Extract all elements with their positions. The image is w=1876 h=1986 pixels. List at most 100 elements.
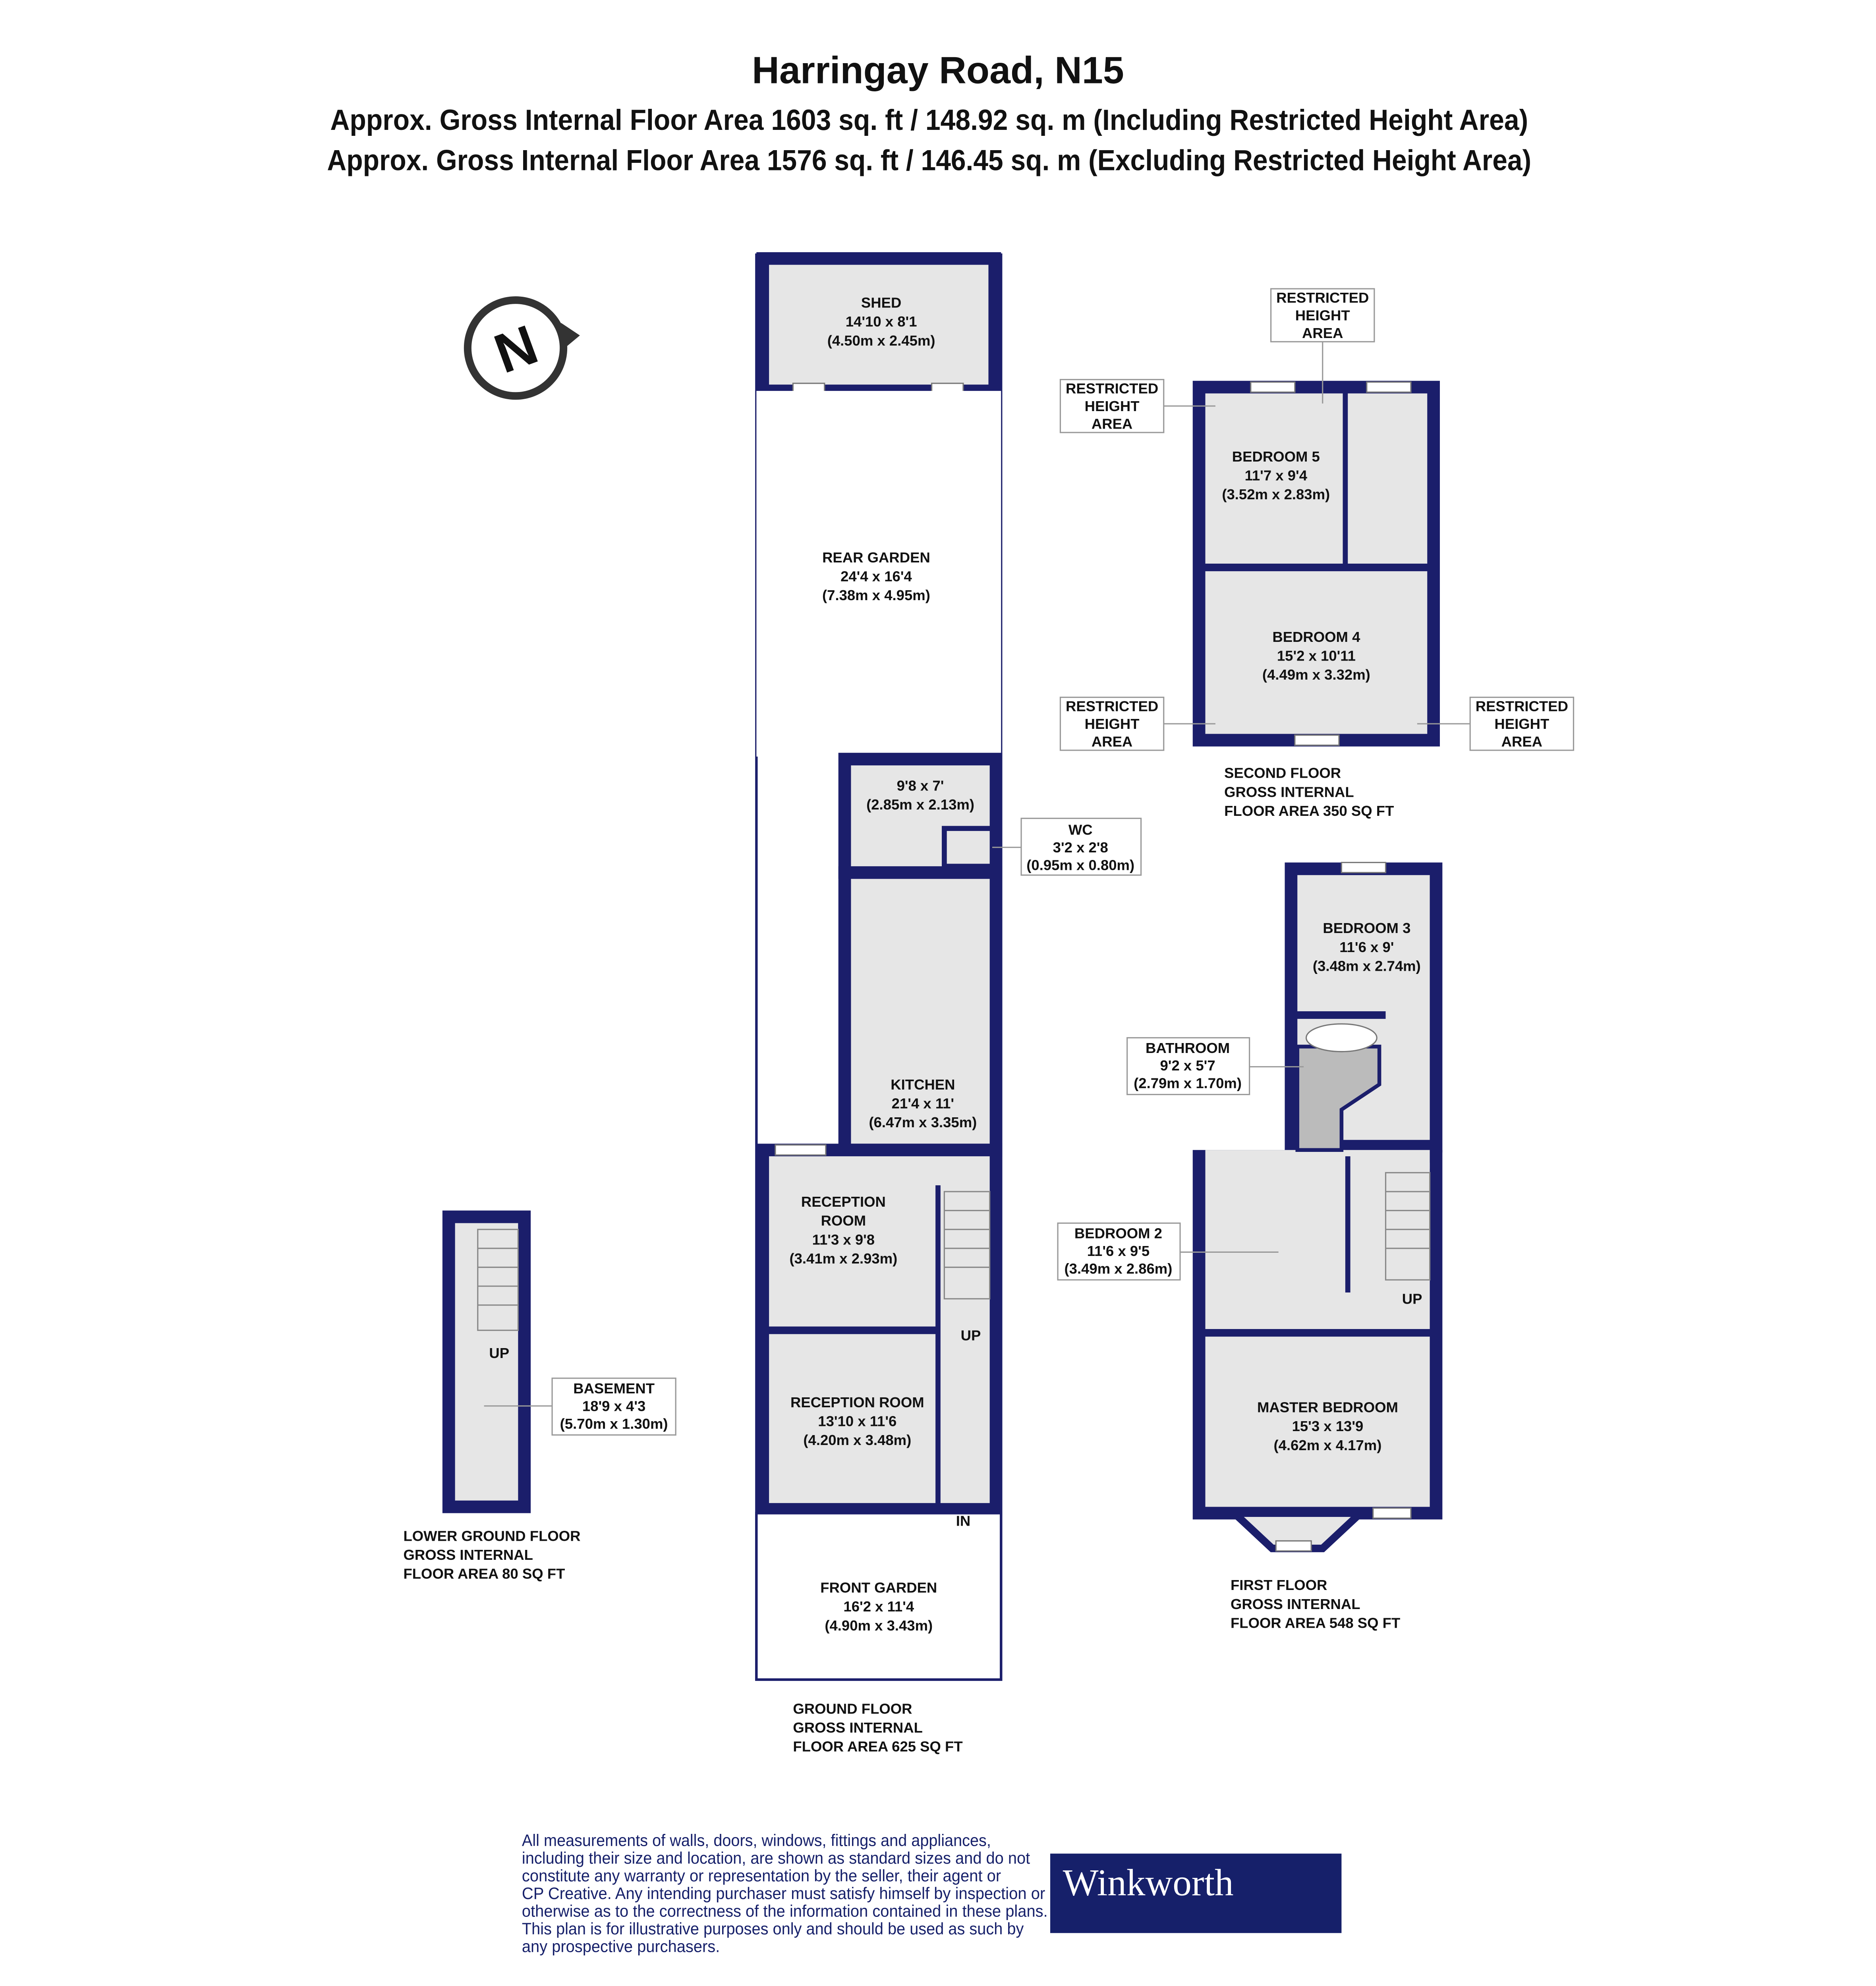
bedroom3-label: BEDROOM 3 — [1323, 920, 1410, 936]
reception-dim-metric: (3.41m x 2.93m) — [789, 1250, 897, 1267]
master-dim-metric: (4.62m x 4.17m) — [1274, 1437, 1382, 1453]
bathroom-dim-metric: (2.79m x 1.70m) — [1134, 1075, 1242, 1092]
reception-label-2: ROOM — [821, 1213, 866, 1229]
bathroom-dim-imperial: 9'2 x 5'7 — [1160, 1057, 1215, 1074]
second-floor-caption-1: SECOND FLOOR — [1224, 765, 1341, 781]
lower-ground-caption-3: FLOOR AREA 80 SQ FT — [403, 1566, 565, 1582]
restricted-callout-left-top — [1059, 379, 1165, 433]
disclaimer-line: All measurements of walls, doors, window… — [522, 1831, 991, 1850]
first-floor-caption-1: FIRST FLOOR — [1231, 1577, 1327, 1593]
basement-stairs-up: UP — [489, 1345, 509, 1361]
wc-dim-imperial: 3'2 x 2'8 — [1053, 839, 1108, 856]
bathroom-callout — [1126, 1037, 1250, 1095]
disclaimer: All measurements of walls, doors, window… — [522, 1831, 1048, 1956]
shed-label: SHED — [861, 295, 901, 311]
kitchen-dim-metric: (6.47m x 3.35m) — [869, 1114, 977, 1130]
restricted-label: RESTRICTED — [1476, 698, 1568, 714]
basement — [442, 1210, 531, 1513]
shed-dim-imperial: 14'10 x 8'1 — [846, 313, 917, 330]
rear-garden — [756, 391, 1001, 757]
lower-ground-caption-1: LOWER GROUND FLOOR — [403, 1528, 580, 1544]
page-title: Harringay Road, N15 — [752, 50, 1124, 92]
bedroom5-dim-metric: (3.52m x 2.83m) — [1222, 486, 1330, 502]
winkworth-logo: Winkworth — [1050, 1853, 1342, 1933]
first-floor-caption-3: FLOOR AREA 548 SQ FT — [1231, 1615, 1400, 1631]
bedroom3-dim-imperial: 11'6 x 9' — [1339, 939, 1394, 955]
kitchen — [838, 866, 1003, 1157]
bathroom — [1295, 1045, 1381, 1152]
first-floor-caption-2: GROSS INTERNAL — [1231, 1596, 1360, 1612]
restricted-label: AREA — [1092, 415, 1132, 432]
restricted-label: HEIGHT — [1295, 307, 1350, 323]
front-garden-dim-imperial: 16'2 x 11'4 — [843, 1598, 914, 1615]
kitchen-label: KITCHEN — [891, 1076, 955, 1093]
restricted-label: RESTRICTED — [1066, 380, 1158, 396]
master-label: MASTER BEDROOM — [1257, 1399, 1398, 1416]
bathroom-label: BATHROOM — [1146, 1040, 1230, 1056]
wc — [942, 826, 995, 869]
wc-dim-metric: (0.95m x 0.80m) — [1026, 857, 1134, 873]
reception-label: RECEPTION — [801, 1194, 886, 1210]
wc-label: WC — [1068, 822, 1093, 838]
front-garden-label: FRONT GARDEN — [820, 1580, 937, 1596]
bedroom2-dim-imperial: 11'6 x 9'5 — [1087, 1243, 1150, 1259]
front-garden-dim-metric: (4.90m x 3.43m) — [825, 1617, 933, 1634]
restricted-label: AREA — [1302, 325, 1343, 341]
second-floor-caption-3: FLOOR AREA 350 SQ FT — [1224, 803, 1394, 819]
rear-garden-dim-metric: (7.38m x 4.95m) — [822, 587, 930, 603]
rear-garden-dim-imperial: 24'4 x 16'4 — [840, 568, 912, 584]
bedroom4-dim-metric: (4.49m x 3.32m) — [1262, 667, 1370, 683]
logo-text: Winkworth — [1063, 1861, 1234, 1903]
utility-dim-imperial: 9'8 x 7' — [897, 777, 944, 794]
area-excluding: Approx. Gross Internal Floor Area 1576 s… — [327, 145, 1531, 177]
entrance-label: IN — [956, 1513, 971, 1529]
bedroom3-dim-metric: (3.48m x 2.74m) — [1313, 958, 1421, 974]
wc-callout — [1020, 817, 1142, 876]
restricted-label: RESTRICTED — [1276, 290, 1369, 306]
restricted-callout-left-bottom — [1059, 696, 1165, 751]
reception-dim-imperial: 11'3 x 9'8 — [812, 1231, 875, 1248]
bedroom5-label: BEDROOM 5 — [1232, 448, 1320, 465]
disclaimer-line: including their size and location, are s… — [522, 1849, 1030, 1867]
stairs-up-label: UP — [961, 1327, 981, 1344]
front-garden — [755, 1512, 1003, 1681]
rear-garden-label: REAR GARDEN — [822, 549, 930, 566]
first-floor: BEDROOM 3 11'6 x 9' (3.48m x 2.74m) UP M… — [1057, 862, 1443, 1631]
kitchen-dim-imperial: 21'4 x 11' — [892, 1095, 954, 1111]
restricted-label: AREA — [1501, 733, 1542, 750]
reception-room-2-dim-imperial: 13'10 x 11'6 — [818, 1413, 896, 1429]
disclaimer-line: CP Creative. Any intending purchaser mus… — [522, 1884, 1045, 1903]
first-floor-stairs-up: UP — [1402, 1291, 1422, 1307]
utility-dim-metric: (2.85m x 2.13m) — [866, 796, 974, 813]
basement-label: BASEMENT — [573, 1380, 655, 1397]
ground-floor-caption-2: GROSS INTERNAL — [793, 1719, 923, 1736]
master-dim-imperial: 15'3 x 13'9 — [1292, 1418, 1364, 1434]
lower-ground-caption-2: GROSS INTERNAL — [403, 1547, 533, 1563]
shed-dim-metric: (4.50m x 2.45m) — [827, 332, 935, 349]
disclaimer-line: This plan is for illustrative purposes o… — [522, 1920, 1024, 1938]
restricted-label: HEIGHT — [1085, 398, 1140, 414]
lower-ground-floor: UP BASEMENT 18'9 x 4'3 (5.70m x 1.30m) L… — [403, 1210, 676, 1582]
shed — [756, 252, 1001, 397]
disclaimer-line: constitute any warranty or representatio… — [522, 1867, 1001, 1885]
disclaimer-line: any prospective purchasers. — [522, 1937, 720, 1955]
ground-floor-caption-3: FLOOR AREA 625 SQ FT — [793, 1739, 962, 1755]
ground-floor-caption-1: GROUND FLOOR — [793, 1700, 912, 1717]
disclaimer-line: otherwise as to the correctness of the i… — [522, 1902, 1048, 1920]
bedroom5-dim-imperial: 11'7 x 9'4 — [1245, 468, 1308, 484]
second-floor: BEDROOM 5 11'7 x 9'4 (3.52m x 2.83m) BED… — [1059, 288, 1575, 819]
basement-dim-imperial: 18'9 x 4'3 — [582, 1398, 645, 1414]
reception-room-2-label: RECEPTION ROOM — [790, 1394, 924, 1410]
bedroom2-dim-metric: (3.49m x 2.86m) — [1065, 1260, 1173, 1277]
basement-dim-metric: (5.70m x 1.30m) — [560, 1416, 668, 1432]
compass-icon: N — [464, 296, 580, 400]
ground-floor: SHED 14'10 x 8'1 (4.50m x 2.45m) REAR GA… — [755, 252, 1142, 1755]
reception-room-2-dim-metric: (4.20m x 3.48m) — [803, 1432, 911, 1448]
restricted-label: AREA — [1092, 733, 1132, 750]
stairs — [943, 1191, 991, 1300]
restricted-label: HEIGHT — [1494, 716, 1549, 732]
bedroom2-label: BEDROOM 2 — [1074, 1225, 1162, 1241]
restricted-callout-right — [1469, 696, 1575, 751]
second-floor-caption-2: GROSS INTERNAL — [1224, 784, 1354, 800]
